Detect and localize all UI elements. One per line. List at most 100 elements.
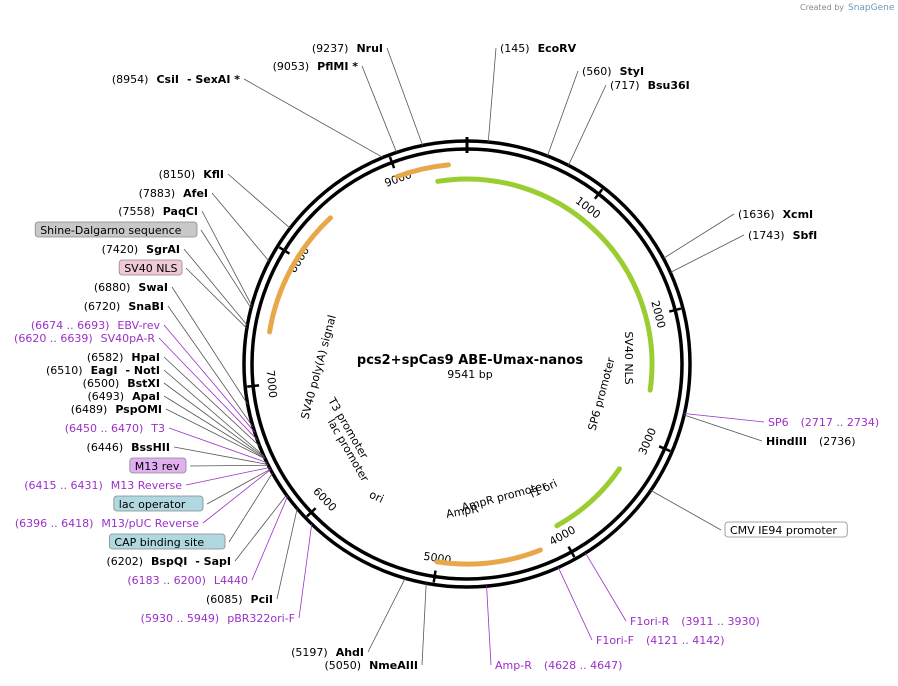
feature-box-label: Shine-Dalgarno sequence	[40, 224, 181, 237]
site-name: Amp-R	[495, 659, 532, 672]
feature-box-label: CAP binding site	[114, 536, 204, 549]
site-name: Bsu36I	[648, 79, 690, 92]
site-name: XcmI	[783, 208, 814, 221]
site-position: (1743)	[748, 229, 785, 242]
site-label: (6489)PspOMI	[71, 403, 162, 416]
site-name: NruI	[356, 42, 383, 55]
site-name: SV40pA-R	[101, 332, 156, 345]
site-name: ApaI	[132, 390, 160, 403]
leader-line	[386, 47, 424, 146]
site-position: (2736)	[819, 435, 856, 448]
site-name: BstXI	[127, 377, 160, 390]
tick-label: 2000	[648, 299, 668, 329]
site-label: (6720)SnaBI	[84, 300, 164, 313]
site-label: (9053)PflMI *	[273, 60, 359, 73]
site-label: (8954)CsiI- SexAI *	[112, 73, 240, 86]
tick-mark	[247, 384, 260, 388]
site-label: (1636)XcmI	[738, 208, 813, 221]
label-pspomi: (6489)PspOMI	[71, 403, 162, 416]
leader-line	[189, 464, 269, 467]
site-name: AfeI	[183, 187, 208, 200]
orange-bottom-arc	[434, 547, 543, 567]
site-position: (3911 .. 3930)	[681, 615, 760, 628]
leader-line	[163, 369, 265, 457]
site-name: M13/pUC Reverse	[101, 517, 199, 530]
site-position: (5050)	[325, 659, 362, 672]
label-swai: (6880)SwaI	[94, 281, 168, 294]
site-name: EcoRV	[538, 42, 577, 55]
leader-line	[650, 490, 722, 531]
site-name: BspQI	[151, 555, 187, 568]
site-name: F1ori-F	[596, 634, 634, 647]
tick-mark	[567, 546, 576, 558]
plasmid-name: pcs2+spCas9 ABE-Umax-nanos	[357, 353, 583, 368]
label-csii: (8954)CsiI- SexAI *	[112, 73, 240, 86]
leader-line	[163, 382, 265, 458]
site-name: CsiI	[156, 73, 178, 86]
label-ecorv: (145)EcoRV	[500, 42, 577, 55]
tick-label: 4000	[547, 523, 578, 548]
leader-line	[211, 192, 270, 262]
site-label: (6582)HpaI	[87, 351, 160, 364]
site-position: (6396 .. 6418)	[15, 517, 94, 530]
leader-line	[200, 229, 252, 309]
site-label: (6510)EagI- NotI	[46, 364, 160, 377]
site-label: HindIII(2736)	[766, 435, 856, 448]
feature-box	[129, 457, 187, 474]
label-sgrai: (7420)SgrAI	[102, 243, 180, 256]
site-name: - SexAI *	[187, 73, 240, 86]
label-t3: (6450 .. 6470)T3	[65, 422, 165, 435]
label-f1orir: F1ori-R (3911 .. 3930)	[630, 615, 760, 628]
site-name: PciI	[251, 593, 273, 606]
inner-label-ori: ori	[367, 488, 385, 506]
leader-line	[487, 47, 497, 143]
label-m13puc: (6396 .. 6418) M13/pUC Reverse	[15, 517, 199, 530]
site-position: (7420)	[102, 243, 139, 256]
leader-line	[206, 468, 271, 505]
site-position: (560)	[582, 65, 612, 78]
tick-label: 7000	[264, 370, 280, 399]
label-ampr: Amp-R(4628 .. 4647)	[495, 659, 622, 672]
site-label: (6674 .. 6693)EBV-rev	[31, 319, 161, 332]
label-cmv: CMV IE94 promoter	[724, 521, 848, 538]
leader-line	[361, 65, 397, 153]
label-bstxi: (6500)BstXI	[83, 377, 160, 390]
site-name: HpaI	[131, 351, 160, 364]
site-position: (9053)	[273, 60, 310, 73]
plasmid-title-block: pcs2+spCas9 ABE-Umax-nanos 9541 bp	[357, 353, 583, 381]
leader-line	[167, 305, 254, 428]
label-pcii: (6085)PciI	[206, 593, 273, 606]
label-m13reverse: (6415 .. 6431)M13 Reverse	[24, 479, 182, 492]
site-label: (6493)ApaI	[88, 390, 160, 403]
label-hindiii: HindIII(2736)	[766, 435, 856, 448]
site-position: (2717 .. 2734)	[801, 416, 880, 429]
feature-arcs	[267, 162, 655, 567]
site-position: (6202)	[106, 555, 143, 568]
site-position: (717)	[610, 79, 640, 92]
site-position: (5930 .. 5949)	[141, 612, 220, 625]
inner-label-sv40-nls-inner: SV40 NLS	[622, 331, 635, 384]
leader-line	[276, 508, 298, 600]
site-name: PaqCI	[163, 205, 198, 218]
site-position: (6674 .. 6693)	[31, 319, 110, 332]
tick-mark	[278, 246, 291, 255]
label-nmeaiii: (5050)NmeAIII	[325, 659, 419, 672]
site-label: (5197)AhdI	[291, 646, 364, 659]
site-position: (6720)	[84, 300, 121, 313]
site-label: (717) Bsu36I	[610, 79, 690, 92]
site-label: (5050)NmeAIII	[325, 659, 419, 672]
feature-box	[113, 495, 204, 512]
label-cap: CAP binding site	[109, 533, 226, 550]
leader-line	[173, 446, 268, 465]
label-sp6: SP6(2717 .. 2734)	[768, 416, 879, 429]
site-name: F1ori-R	[630, 615, 670, 628]
label-xcmi: (1636)XcmI	[738, 208, 813, 221]
inner-label-ampr-feature: AmpR	[445, 502, 480, 521]
leader-line	[163, 324, 256, 433]
site-position: (6489)	[71, 403, 108, 416]
tick-mark	[593, 188, 604, 200]
leader-line	[367, 578, 406, 653]
site-label: (6085)PciI	[206, 593, 273, 606]
label-hpai: (6582)HpaI	[87, 351, 160, 364]
leader-line	[568, 84, 607, 166]
